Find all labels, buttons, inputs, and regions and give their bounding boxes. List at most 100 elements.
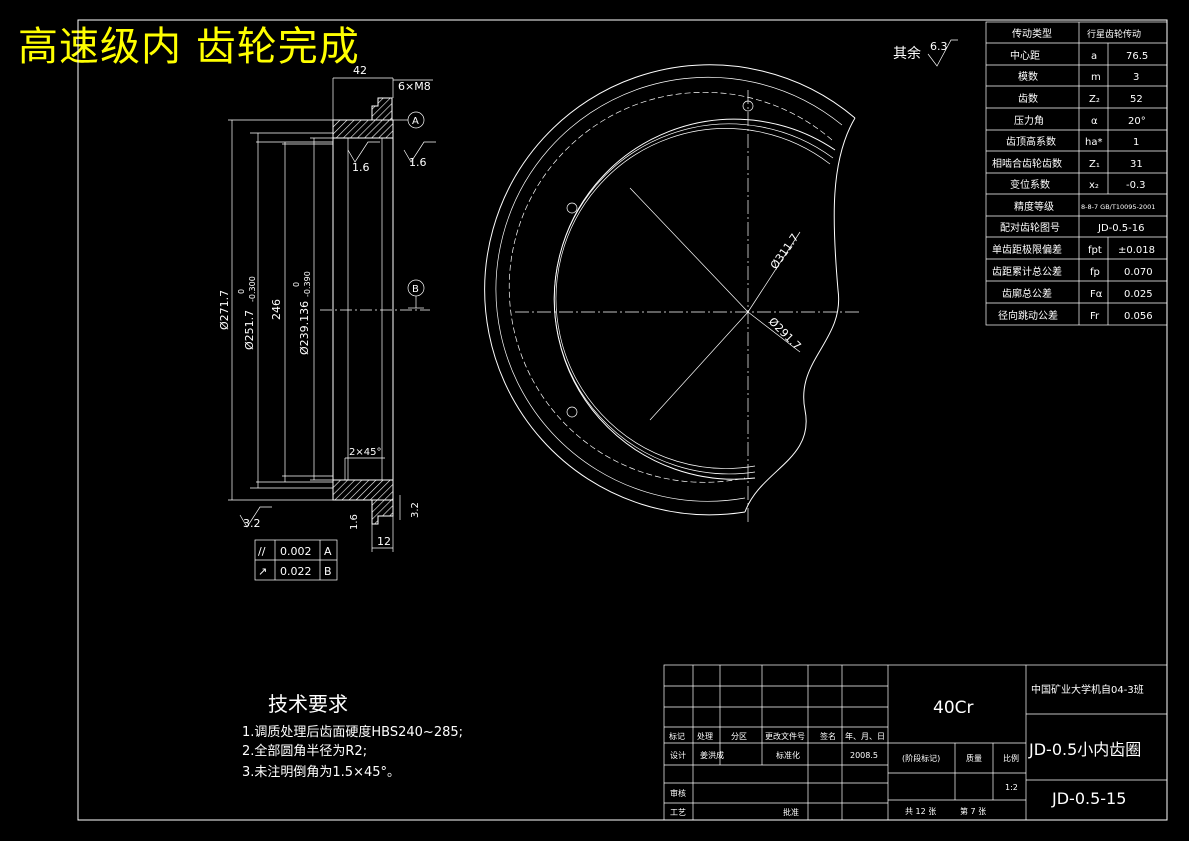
- param-name: 配对齿轮图号: [1000, 221, 1060, 234]
- param-value: 76.5: [1126, 51, 1148, 62]
- param-symbol: m: [1091, 72, 1101, 83]
- process-label: 工艺: [670, 808, 686, 817]
- param-name: 径向跳动公差: [998, 309, 1058, 322]
- total-sheets: 共 12 张: [905, 807, 936, 816]
- svg-text:0: 0: [292, 282, 301, 287]
- weight-label: 质量: [966, 753, 982, 763]
- datum-b-label: B: [412, 284, 419, 295]
- dim-246: 246: [270, 299, 283, 320]
- dia-311: Ø311.7: [768, 231, 802, 271]
- params-header-value: 行星齿轮传动: [1087, 28, 1141, 40]
- dia-291: Ø291.7: [766, 315, 804, 353]
- params-table: 传动类型 行星齿轮传动 中心距 a 76.5 模数 m 3 齿数 Z₂ 52 压…: [992, 27, 1155, 322]
- param-value: JD-0.5-16: [1097, 223, 1145, 234]
- rev-header: 年、月、日: [845, 731, 885, 741]
- param-symbol: fp: [1090, 267, 1100, 278]
- param-symbol: α: [1091, 116, 1098, 127]
- roughness-small: 1.6: [349, 514, 360, 530]
- param-value: 0.056: [1124, 311, 1153, 322]
- param-name: 中心距: [1010, 49, 1040, 62]
- rev-header: 分区: [731, 732, 747, 741]
- param-name: 模数: [1018, 70, 1038, 83]
- roughness-left: 1.6: [352, 161, 370, 174]
- designer-name: 姜洪成: [700, 750, 724, 760]
- svg-text:Ø239.136: Ø239.136: [298, 301, 311, 355]
- surface-finish-value: 6.3: [930, 40, 948, 53]
- tech-req-item: 1.调质处理后齿面硬度HBS240~285;: [242, 724, 463, 740]
- drawing-frame: [77, 19, 1168, 821]
- roughness-side: 3.2: [410, 502, 421, 518]
- tolerance-frame: [254, 539, 338, 581]
- param-symbol: Fα: [1090, 289, 1103, 300]
- title-block-grid: [663, 664, 1168, 821]
- part-name: JD-0.5小内齿圈: [1028, 740, 1141, 759]
- standardize-label: 标准化: [776, 750, 800, 760]
- param-name: 齿顶高系数: [1006, 135, 1056, 148]
- param-value: 8-8-7 GB/T10095-2001: [1081, 203, 1155, 211]
- rev-header: 签名: [820, 731, 836, 741]
- param-symbol: a: [1091, 51, 1097, 62]
- dia-outer: Ø271.7: [218, 290, 231, 330]
- params-table-grid: [985, 21, 1168, 326]
- roughness-bottom: 3.2: [243, 517, 261, 530]
- param-symbol: ha*: [1085, 137, 1102, 148]
- param-value: 3: [1133, 72, 1139, 83]
- param-symbol: fpt: [1088, 245, 1102, 256]
- section-view: [228, 77, 436, 552]
- svg-text:Ø251.7: Ø251.7: [243, 310, 256, 350]
- tol-symbol-2: ↗: [258, 565, 267, 578]
- designer-label: 设计: [670, 750, 686, 760]
- stage-label: (阶段标记): [902, 753, 940, 763]
- svg-text:-0.390: -0.390: [303, 271, 312, 297]
- param-name: 变位系数: [1010, 178, 1050, 191]
- param-symbol: Z₁: [1089, 159, 1100, 170]
- tol-value-1: 0.002: [280, 545, 312, 558]
- svg-text:0: 0: [237, 289, 246, 294]
- param-value: 0.025: [1124, 289, 1153, 300]
- param-name: 单齿距极限偏差: [992, 243, 1062, 256]
- param-name: 齿距累计总公差: [992, 265, 1062, 278]
- width-dim: 42: [353, 64, 367, 77]
- param-value: 1: [1133, 137, 1139, 148]
- roughness-right: 1.6: [409, 156, 427, 169]
- rev-header: 标记: [669, 731, 685, 741]
- tol-datum-2: B: [324, 565, 332, 578]
- dia-251: Ø251.7 0 -0.300: [237, 276, 257, 350]
- param-name: 精度等级: [1014, 200, 1054, 213]
- tech-req-title: 技术要求: [268, 692, 348, 716]
- design-date: 2008.5: [850, 751, 878, 760]
- param-symbol: Fr: [1090, 311, 1100, 322]
- school-name: 中国矿业大学机自04-3班: [1031, 683, 1144, 696]
- approve-label: 批准: [783, 807, 799, 817]
- tech-req-item: 2.全部圆角半径为R2;: [242, 743, 367, 759]
- rev-header: 更改文件号: [765, 731, 805, 741]
- param-value: ±0.018: [1118, 245, 1155, 256]
- param-name: 齿数: [1018, 92, 1038, 105]
- scale-value: 1:2: [1005, 783, 1018, 792]
- rev-header: 处理: [697, 731, 713, 741]
- param-value: 20°: [1128, 116, 1146, 127]
- tech-req-item: 3.未注明倒角为1.5×45°。: [242, 765, 400, 780]
- param-symbol: x₂: [1089, 180, 1099, 191]
- param-value: 31: [1130, 159, 1143, 170]
- front-view: [484, 64, 860, 525]
- param-value: -0.3: [1126, 180, 1146, 191]
- datum-a-label: A: [412, 116, 419, 127]
- surface-finish-symbol: [927, 39, 958, 67]
- tol-value-2: 0.022: [280, 565, 312, 578]
- tol-symbol-1: //: [258, 545, 266, 558]
- title-block: 标记 处理 分区 更改文件号 签名 年、月、日 设计 姜洪成 标准化 2008.…: [669, 731, 1019, 817]
- svg-text:-0.300: -0.300: [248, 276, 257, 302]
- bolt-note: 6×M8: [398, 80, 431, 93]
- review-label: 审核: [670, 788, 686, 798]
- material: 40Cr: [933, 698, 974, 718]
- surface-finish-label: 其余: [893, 45, 921, 62]
- dia-239: Ø239.136 0 -0.390: [292, 271, 312, 355]
- param-value: 52: [1130, 94, 1143, 105]
- step-dim: 12: [377, 535, 391, 548]
- param-symbol: Z₂: [1089, 94, 1100, 105]
- tol-datum-1: A: [324, 545, 332, 558]
- params-header-label: 传动类型: [1012, 27, 1052, 40]
- sheet-number: 第 7 张: [960, 806, 986, 816]
